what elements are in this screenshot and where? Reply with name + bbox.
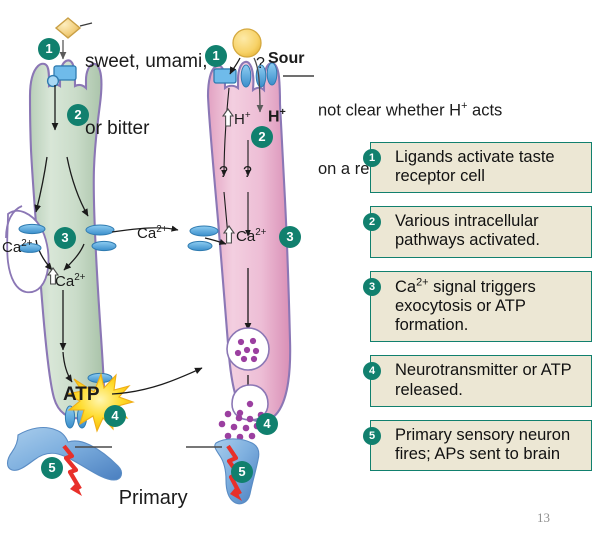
ligand-diamond-sweet-umami-bitter bbox=[54, 17, 93, 39]
question-mark-receptor-route: ? bbox=[256, 55, 265, 72]
legend-step-2-text: Various intracellular pathways activated… bbox=[395, 212, 540, 250]
legend-step-4-text: Neurotransmitter or ATP released. bbox=[395, 361, 572, 399]
atp-label: ATP bbox=[63, 384, 100, 405]
legend-step-1-text: Ligands activate taste receptor cell bbox=[395, 148, 555, 186]
figure-badge-left-5: 5 bbox=[41, 457, 63, 479]
sour-stimulus-label: Sour H+ bbox=[268, 12, 304, 165]
figure-badge-right-2: 2 bbox=[251, 126, 273, 148]
figure-badge-left-2: 2 bbox=[67, 104, 89, 126]
calcium-diffusion-arrow bbox=[111, 225, 227, 245]
question-mark-pathway-left: ? bbox=[219, 164, 228, 181]
left-action-potential-bolt bbox=[62, 444, 82, 496]
left-cell-signal-arrows bbox=[34, 40, 89, 383]
atp-to-right-cell-arrow bbox=[111, 367, 203, 395]
figure-badge-right-4: 4 bbox=[256, 413, 278, 435]
left-taste-receptor-protein bbox=[46, 65, 77, 88]
legend-badge-5: 5 bbox=[363, 426, 381, 445]
ligand-label-line1: sweet, umami, bbox=[85, 50, 208, 72]
legend-badge-3: 3 bbox=[363, 277, 381, 296]
figure-badge-left-3: 3 bbox=[54, 227, 76, 249]
neuron-label-line1: Primary bbox=[118, 486, 188, 509]
hydrogen-ion-label-right: H+ bbox=[234, 110, 251, 128]
figure-badge-left-1: 1 bbox=[38, 38, 60, 60]
calcium-label-intercellular: Ca2+ bbox=[137, 224, 168, 242]
figure-badge-right-5: 5 bbox=[231, 461, 253, 483]
legend-step-3[interactable]: 3 Ca2+ signal triggers exocytosis or ATP… bbox=[363, 270, 592, 343]
calcium-label-cytosol-left: Ca2+ bbox=[55, 272, 86, 290]
ligand-label-line2: or bitter bbox=[85, 118, 150, 140]
right-calcium-channels bbox=[187, 225, 219, 252]
left-gustatory-neuron bbox=[6, 426, 123, 481]
right-increase-arrows bbox=[221, 108, 236, 244]
legend-step-4[interactable]: 4 Neurotransmitter or ATP released. bbox=[363, 355, 592, 407]
ligand-type-label: sweet, umami, or bitter bbox=[85, 6, 207, 185]
legend-step-1[interactable]: 1 Ligands activate taste receptor cell bbox=[363, 142, 592, 194]
figure-badge-right-3: 3 bbox=[279, 226, 301, 248]
legend-step-5[interactable]: 5 Primary sensory neuron fires; APs sent… bbox=[363, 419, 592, 471]
calcium-label-extracellular-left: Ca2+ bbox=[2, 238, 33, 256]
synaptic-vesicle bbox=[226, 327, 270, 371]
question-mark-pathway-right: ? bbox=[243, 164, 252, 181]
sour-label-line1: Sour bbox=[268, 49, 305, 67]
legend-step-2[interactable]: 2 Various intracellular pathways activat… bbox=[363, 206, 592, 258]
atp-burst-icon bbox=[65, 372, 135, 433]
legend-step-5-text: Primary sensory neuron fires; APs sent t… bbox=[395, 425, 571, 463]
page-number: 13 bbox=[537, 510, 550, 525]
right-taste-receptor-cell bbox=[206, 60, 292, 423]
sour-label-line2: H+ bbox=[268, 106, 286, 126]
figure-badge-right-1: 1 bbox=[205, 45, 227, 67]
figure-badge-left-4: 4 bbox=[104, 405, 126, 427]
legend-badge-4: 4 bbox=[363, 362, 381, 381]
calcium-label-cytosol-right: Ca2+ bbox=[236, 227, 267, 245]
legend-badge-2: 2 bbox=[363, 213, 381, 232]
legend-step-3-text: Ca2+ signal triggers exocytosis or ATP f… bbox=[395, 276, 536, 335]
left-calcium-channels bbox=[18, 223, 117, 429]
legend-badge-1: 1 bbox=[363, 149, 381, 167]
hplus-annotation-line1: not clear whether H+ acts bbox=[318, 99, 503, 120]
left-increase-arrows bbox=[46, 267, 60, 285]
primary-gustatory-neurons-label: Primary gustatory neurons bbox=[112, 432, 194, 541]
ligand-circle-sour-hplus bbox=[232, 28, 262, 58]
step-legend: 1 Ligands activate taste receptor cell 2… bbox=[363, 142, 592, 484]
